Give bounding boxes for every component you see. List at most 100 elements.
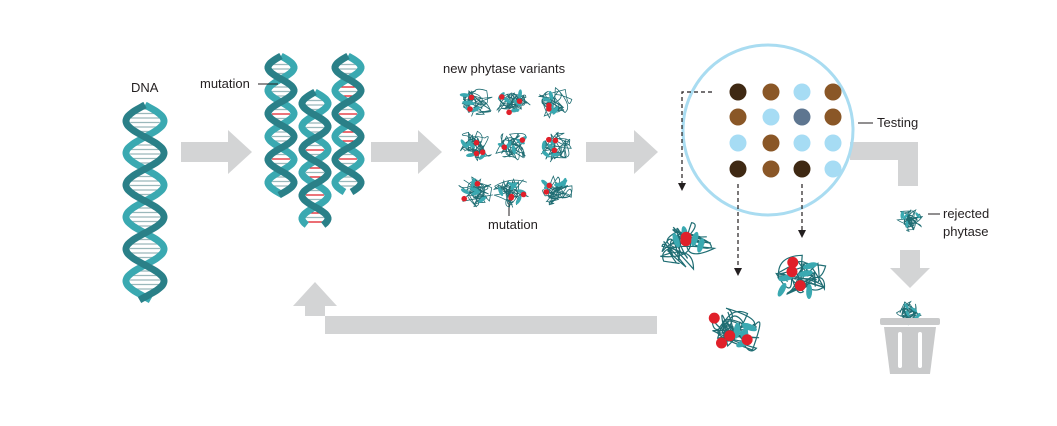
test-dot-slate <box>793 108 811 126</box>
alpha-helix <box>465 100 475 105</box>
protein-backbone <box>895 300 922 326</box>
flow-arrows <box>181 130 930 334</box>
protein-backbone <box>458 176 493 208</box>
alpha-helix <box>471 106 481 113</box>
alpha-helix <box>802 262 818 270</box>
dashed-arrowheads <box>678 183 806 276</box>
test-dot-brown <box>824 83 842 101</box>
mutation-site <box>787 256 799 268</box>
test-dot-light <box>793 134 811 152</box>
selected-protein-3 <box>775 254 827 300</box>
alpha-helix <box>542 97 552 103</box>
mutation-label-top: mutation <box>200 76 250 91</box>
test-dot-dark <box>729 160 747 178</box>
alpha-helix <box>466 153 476 158</box>
helix-strand <box>122 101 168 304</box>
dna-original <box>122 101 168 304</box>
alpha-helix <box>460 188 470 195</box>
helix-strand <box>298 88 332 228</box>
mutation-label-bottom: mutation <box>488 217 538 232</box>
mutation-site <box>794 280 806 292</box>
alpha-helix <box>542 150 550 158</box>
rejected-label-line1: rejected <box>943 206 989 221</box>
arrowhead-2 <box>734 268 742 276</box>
dashed-arrow-1 <box>681 91 712 183</box>
test-dot-brown <box>824 108 842 126</box>
alpha-helix <box>510 182 518 191</box>
variant-protein <box>458 176 493 208</box>
selected-protein-1 <box>660 222 717 271</box>
mutation-site <box>708 312 720 324</box>
mutation-site <box>479 149 486 156</box>
variant-protein <box>460 130 493 162</box>
test-dot-light <box>729 134 747 152</box>
alpha-helix <box>915 212 921 219</box>
mutation-site <box>516 98 523 104</box>
protein-backbone <box>493 178 529 208</box>
arrowhead-1 <box>678 183 686 191</box>
alpha-helix <box>503 96 511 104</box>
arrow-testing-to-reject <box>850 142 918 186</box>
alpha-helix <box>733 322 741 339</box>
dna-mutant-1 <box>264 52 298 199</box>
alpha-helix <box>911 307 918 312</box>
test-dot-light <box>824 134 842 152</box>
mutation-site <box>474 180 481 187</box>
alpha-helix <box>697 238 705 253</box>
arrow-variants-to-testing <box>586 130 658 174</box>
variants-label: new phytase variants <box>443 61 566 76</box>
test-dot-dark <box>793 160 811 178</box>
alpha-helix <box>798 270 813 277</box>
mutation-site <box>546 182 553 189</box>
protein-backbone <box>711 307 761 352</box>
alpha-helix <box>478 196 487 203</box>
variant-protein <box>496 89 531 116</box>
alpha-helix <box>777 282 787 297</box>
variant-protein <box>541 175 573 206</box>
mutation-site <box>461 195 468 202</box>
alpha-helix <box>470 178 476 188</box>
arrowhead-3 <box>798 230 806 238</box>
alpha-helix <box>552 106 559 115</box>
mutation-site <box>520 191 527 198</box>
mutation-site <box>741 334 753 346</box>
rejected-label-line2: phytase <box>943 224 989 239</box>
alpha-helix <box>548 90 554 101</box>
mutation-site <box>501 144 508 151</box>
alpha-helix <box>460 139 467 148</box>
mutation-site <box>508 193 515 200</box>
mutation-site <box>546 136 552 143</box>
alpha-helix <box>905 310 910 317</box>
testing-circle <box>681 43 855 217</box>
mutation-site <box>786 266 798 278</box>
test-dot-brown <box>729 108 747 126</box>
trash-can-icon <box>880 318 940 374</box>
variant-protein <box>538 86 573 119</box>
alpha-helix <box>465 140 472 149</box>
alpha-helix <box>901 211 905 219</box>
alpha-helix <box>806 284 813 300</box>
dna-helices <box>122 52 365 304</box>
variant-protein <box>540 131 572 163</box>
alpha-helix <box>515 195 522 205</box>
mutation-site <box>716 337 728 349</box>
arrow-return-loop <box>293 282 657 334</box>
mutation-site <box>552 137 559 144</box>
alpha-helix <box>518 89 522 99</box>
arrow-dna-to-mutation <box>181 130 252 174</box>
alpha-helix <box>459 93 470 97</box>
variant-protein <box>459 88 493 117</box>
mutation-site <box>467 106 473 112</box>
mutation-site <box>724 330 736 342</box>
alpha-helix <box>741 322 757 332</box>
selection-arrows <box>681 91 803 268</box>
alpha-helix <box>905 220 909 228</box>
mutation-site <box>506 109 512 116</box>
alpha-helix <box>672 233 680 248</box>
alpha-helix <box>550 152 561 157</box>
mutation-site <box>473 150 480 157</box>
alpha-helix <box>505 140 512 150</box>
dna-label: DNA <box>131 80 159 95</box>
helix-strand <box>264 52 298 199</box>
